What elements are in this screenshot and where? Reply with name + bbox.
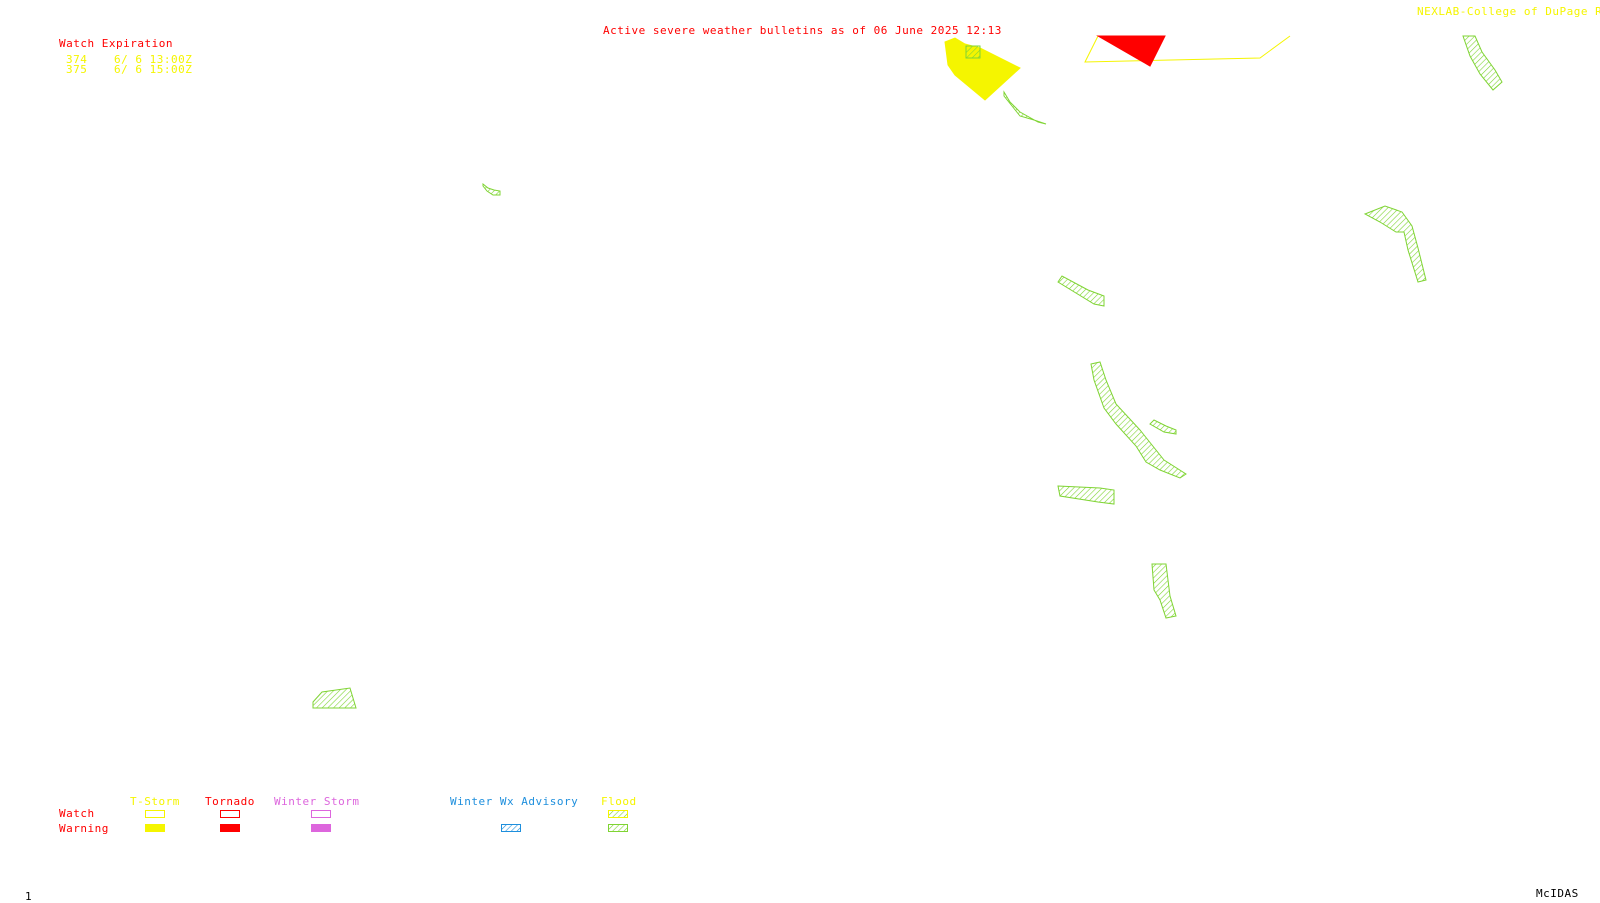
legend-winter-storm-warning-swatch bbox=[311, 824, 331, 832]
software-label: McIDAS bbox=[1536, 887, 1579, 900]
legend-winter-advisory-label: Winter Wx Advisory bbox=[450, 795, 579, 808]
legend-tstorm-watch-swatch bbox=[145, 810, 165, 818]
legend-winter-advisory-swatch bbox=[501, 824, 521, 832]
flood-warning-polygon bbox=[1057, 275, 1105, 307]
watch-expires: 6/ 6 15:00Z bbox=[114, 63, 193, 76]
legend-flood-warning-swatch bbox=[608, 824, 628, 832]
watch-id: 375 bbox=[66, 63, 88, 76]
legend-tstorm-label: T-Storm bbox=[130, 795, 180, 808]
legend-row-warning: Warning bbox=[59, 822, 109, 835]
legend-row-watch: Watch bbox=[59, 807, 95, 820]
flood-warning-polygon bbox=[1057, 485, 1115, 505]
legend-flood-watch-swatch bbox=[608, 810, 628, 818]
watch-expiration-heading: Watch Expiration bbox=[59, 37, 173, 50]
flood-warning-polygon bbox=[1151, 563, 1177, 619]
watch-id: 374 bbox=[66, 53, 88, 66]
credit-text: NEXLAB-College of DuPage R bbox=[1417, 5, 1600, 18]
frame-number: 1 bbox=[25, 890, 33, 903]
tstorm-watch-outline bbox=[1084, 35, 1291, 63]
flood-warning-polygon bbox=[1003, 90, 1047, 125]
flood-warning-polygon bbox=[1462, 35, 1503, 91]
tstorm-warning-polygon bbox=[944, 37, 1021, 101]
legend-tornado-warning-swatch bbox=[220, 824, 240, 832]
legend-winter-storm-label: Winter Storm bbox=[274, 795, 360, 808]
bulletin-title: Active severe weather bulletins as of 06… bbox=[603, 24, 1002, 37]
flood-warning-polygon bbox=[1090, 361, 1187, 479]
legend-flood-label: Flood bbox=[601, 795, 637, 808]
legend-tornado-label: Tornado bbox=[205, 795, 255, 808]
tornado-warning-polygon bbox=[1096, 35, 1166, 67]
flood-warning-polygon bbox=[482, 182, 501, 196]
legend-winter-storm-watch-swatch bbox=[311, 810, 331, 818]
legend-tornado-watch-swatch bbox=[220, 810, 240, 818]
legend-tstorm-warning-swatch bbox=[145, 824, 165, 832]
watch-expires: 6/ 6 13:00Z bbox=[114, 53, 193, 66]
flood-warning-polygon bbox=[965, 45, 981, 59]
flood-warning-polygon bbox=[1149, 419, 1177, 435]
flood-warning-polygon bbox=[312, 687, 357, 709]
flood-warning-polygon bbox=[1363, 205, 1427, 283]
